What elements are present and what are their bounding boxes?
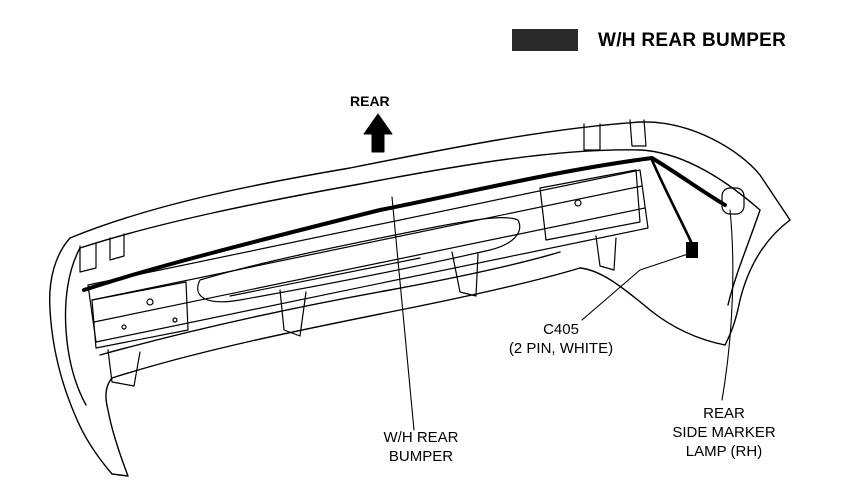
lamp-callout: REAR SIDE MARKER LAMP (RH) — [654, 404, 794, 461]
harness-wire — [82, 156, 727, 292]
connector-callout-line2: (2 PIN, WHITE) — [508, 340, 614, 357]
legend-swatch — [512, 29, 578, 51]
harness-callout-line1: W/H REAR — [383, 429, 459, 446]
reinforcement-beam — [87, 169, 649, 349]
legend-title: W/H REAR BUMPER — [598, 30, 787, 51]
harness-callout-line2: BUMPER — [388, 448, 454, 465]
connector-c405-body — [686, 242, 698, 258]
up-arrow-icon — [363, 113, 393, 153]
bumper-shell — [48, 121, 791, 477]
harness-branch — [650, 158, 695, 248]
connector-callout-line1: C405 — [543, 321, 579, 338]
connector-callout: C405 (2 PIN, WHITE) — [486, 320, 636, 358]
harness-callout: W/H REAR BUMPER — [366, 428, 476, 466]
leader-lines — [391, 196, 734, 431]
lamp-callout-line1: REAR — [703, 405, 745, 422]
mounting-clips — [79, 119, 745, 387]
lamp-callout-line3: LAMP (RH) — [685, 443, 763, 460]
lamp-callout-line2: SIDE MARKER — [672, 424, 776, 441]
rear-direction-label: REAR — [350, 93, 390, 109]
